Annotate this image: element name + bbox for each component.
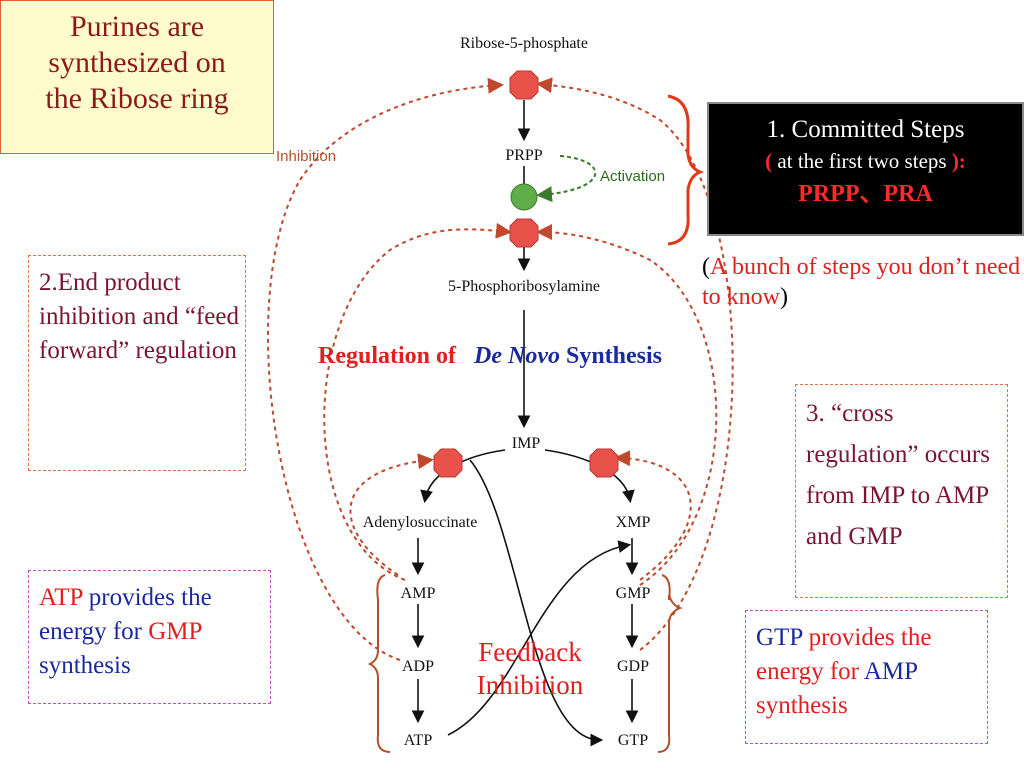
bunch-of-steps-note: (A bunch of steps you don’t need to know… — [702, 252, 1022, 312]
cross-regulation-box: 3. “cross regulation” occurs from IMP to… — [795, 384, 1008, 598]
committed-steps-box: 1. Committed Steps ( at the first two st… — [707, 102, 1024, 236]
title-line: synthesized on — [48, 46, 226, 79]
note-open-paren: ( — [702, 254, 710, 280]
amp-label: AMP — [401, 585, 436, 602]
open-paren: ( — [765, 149, 773, 173]
gdp-label: GDP — [617, 658, 649, 675]
inhibition-node — [509, 218, 539, 248]
end-product-inhibition-box: 2.End product inhibition and “feed forwa… — [28, 255, 246, 471]
title-line: the Ribose ring — [45, 82, 229, 115]
activation-loop — [536, 155, 597, 203]
phosphoribosylamine-label: 5-Phosphoribosylamine — [448, 278, 600, 295]
imp-label: IMP — [512, 435, 541, 452]
feedback-line: Feedback — [478, 637, 582, 667]
note-close-paren: ) — [780, 284, 788, 310]
inhibition-node — [509, 70, 539, 100]
gtp-label: GTP — [618, 732, 648, 749]
regulation-of-text: Regulation of — [318, 343, 456, 369]
atp-label: ATP — [404, 732, 433, 749]
inhibition-label: Inhibition — [276, 148, 336, 165]
inhibition-arcs — [267, 77, 734, 661]
regulatory-nodes — [433, 70, 619, 478]
regulation-heading: Regulation of De Novo Synthesis — [318, 343, 662, 370]
gtp-text-2: synthesis — [756, 692, 848, 719]
brackets — [367, 94, 705, 753]
committed-steps-list: PRPP、PRA — [798, 181, 933, 207]
note-text: A bunch of steps you don’t need to know — [702, 254, 1021, 310]
gtp-text-1: provides the energy for — [756, 624, 932, 685]
ribose-5-phosphate-label: Ribose-5-phosphate — [460, 35, 588, 52]
synthesis-text: Synthesis — [565, 343, 663, 369]
title-box: Purines are synthesized on the Ribose ri… — [0, 0, 274, 154]
atp-text-2: synthesis — [39, 652, 131, 679]
atp-text-1: provides the energy for — [39, 584, 212, 645]
title-line: Purines are — [69, 10, 205, 43]
close-paren: ): — [951, 149, 966, 173]
gtp-term: GTP — [756, 624, 803, 651]
adp-label: ADP — [402, 658, 434, 675]
xmp-label: XMP — [616, 514, 651, 531]
inhibition-node — [589, 448, 619, 478]
inhibition-line: Inhibition — [476, 670, 584, 700]
atp-term: ATP — [39, 584, 83, 611]
adenylosuccinate-label: Adenylosuccinate — [363, 514, 478, 531]
committed-steps-subtitle: ( at the first two steps ): — [709, 146, 1022, 176]
feedback-inhibition-label: Feedback Inhibition — [455, 636, 605, 702]
activation-node — [510, 183, 538, 211]
gtp-energy-box: GTP provides the energy for AMP synthesi… — [745, 610, 988, 744]
atp-energy-box: ATP provides the energy for GMP synthesi… — [28, 570, 271, 704]
de-novo-text: De Novo — [474, 343, 560, 369]
amp-term: AMP — [863, 658, 918, 685]
committed-steps-heading: 1. Committed Steps — [766, 116, 965, 143]
gmp-term: GMP — [148, 618, 202, 645]
prpp-label: PRPP — [505, 147, 542, 164]
first-two-steps-text: at the first two steps — [772, 149, 952, 173]
activation-label: Activation — [600, 168, 665, 185]
pathway-arrows — [411, 100, 639, 747]
gmp-label: GMP — [616, 585, 651, 602]
inhibition-node — [433, 448, 463, 478]
